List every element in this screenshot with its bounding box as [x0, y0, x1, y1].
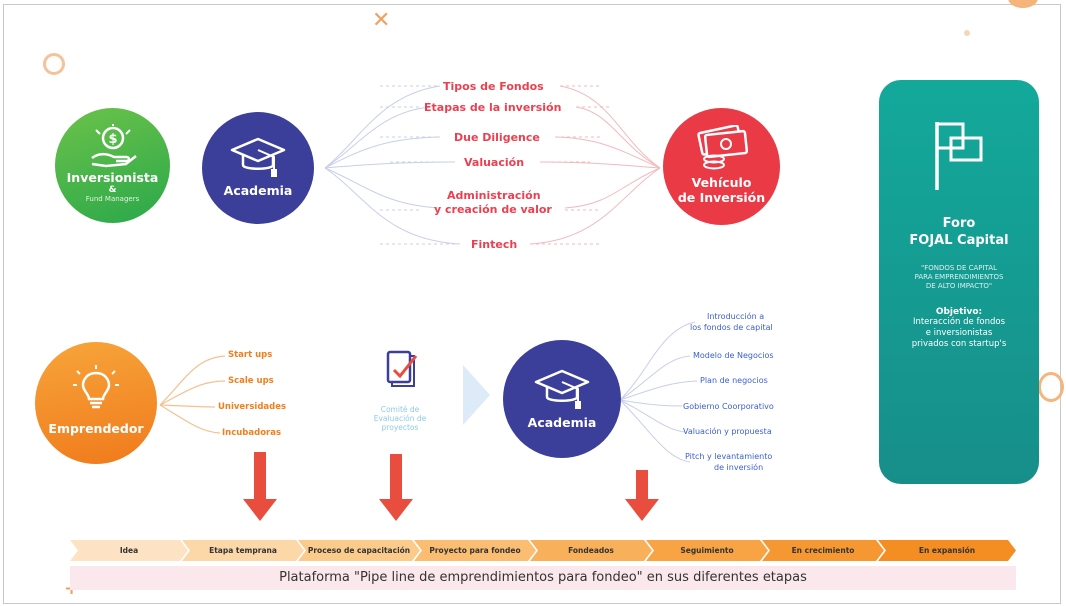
svg-text:$: $ [108, 132, 117, 147]
investor-circle: $ Inversionista & Fund Managers [55, 108, 170, 223]
vehicle-line1: Vehículo [691, 174, 752, 190]
investor-subtitle: Fund Managers [85, 194, 140, 203]
decor-x-mark: ✕ [372, 8, 391, 33]
pipeline-caption-bar [70, 566, 1016, 590]
foro-line2: FOJAL Capital [909, 233, 1009, 248]
academy-bottom-title: Academia [527, 414, 597, 430]
stage-startups: Start ups [228, 350, 273, 360]
committee-line2: Evaluación de [373, 414, 427, 423]
foro-tag1: "FONDOS DE CAPITAL [921, 264, 997, 272]
acad-topic-intro-line1: Introducción a [707, 312, 765, 321]
arrow-down-3-head [625, 499, 659, 521]
pipeline-stage-capacitacion: Proceso de capacitación [298, 540, 420, 561]
decor-dot-small [964, 30, 970, 36]
acad-topic-pitch-line2: de inversión [714, 463, 764, 472]
pipeline-stage-crecimiento: En crecimiento [762, 540, 884, 561]
topic-administracion: Administración [447, 189, 541, 202]
committee-line3: proyectos [381, 423, 419, 432]
decor-ring-left [43, 53, 65, 75]
money-hand-icon: $ [90, 123, 137, 167]
money-coins-icon [696, 124, 748, 169]
academy-circle-top: Academia [202, 112, 314, 224]
committee-label: Comité de Evaluación de proyectos [350, 405, 450, 432]
investor-title: Inversionista [66, 169, 159, 185]
vehicle-line2: de Inversión [677, 189, 766, 205]
topic-due-diligence: Due Diligence [454, 131, 540, 144]
foro-obj1: Interacción de fondos [912, 317, 1006, 327]
foro-tag3: DE ALTO IMPACTO" [925, 282, 993, 290]
pipeline-stage-fondeados: Fondeados [530, 540, 652, 561]
graduation-cap-icon [230, 137, 286, 177]
foro-objective-label: Objetivo: [935, 307, 983, 317]
topic-creacion-valor: y creación de valor [434, 203, 552, 216]
foro-card: Foro FOJAL Capital "FONDOS DE CAPITAL PA… [879, 80, 1039, 484]
vehicle-circle: Vehículo de Inversión [663, 108, 780, 225]
acad-topic-valuacion: Valuación y propuesta [683, 427, 772, 436]
lightbulb-icon [73, 364, 119, 408]
topic-tipos-fondos: Tipos de Fondos [443, 80, 544, 93]
stage-scaleups: Scale ups [228, 376, 274, 386]
acad-topic-plan: Plan de negocios [700, 376, 768, 385]
foro-tag2: PARA EMPRENDIMIENTOS [914, 273, 1004, 281]
topic-valuacion: Valuación [464, 156, 525, 169]
pipeline-stage-etapa-temprana: Etapa temprana [182, 540, 304, 561]
flag-icon [935, 122, 983, 190]
arrow-down-1-shaft [254, 452, 266, 500]
arrow-down-1-head [243, 499, 277, 521]
pipeline-stage-proyecto: Proyecto para fondeo [414, 540, 536, 561]
stage-universidades: Universidades [218, 402, 287, 412]
pipeline-stage-expansion: En expansión [878, 540, 1016, 561]
entrepreneur-title: Emprendedor [48, 420, 144, 436]
committee-line1: Comité de [380, 405, 420, 414]
decor-dot-topright [1008, 0, 1038, 8]
decor-ring-right [1038, 372, 1064, 402]
graduation-cap-icon [534, 369, 590, 409]
foro-obj2: e inversionistas [925, 328, 993, 338]
acad-topic-gobierno: Gobierno Coorporativo [683, 402, 774, 411]
arrow-down-2-shaft [390, 454, 402, 500]
academy-circle-bottom: Academia [503, 340, 621, 458]
topic-etapas-inversion: Etapas de la inversión [424, 101, 562, 114]
foro-obj3: privados con startup's [911, 339, 1007, 349]
academy-top-title: Academia [223, 182, 293, 198]
acad-topic-intro-line2: los fondos de capital [690, 323, 773, 332]
pipeline-caption: Plataforma "Pipe line de emprendimientos… [279, 570, 807, 585]
topic-fintech: Fintech [471, 238, 518, 251]
investor-amp: & [108, 184, 117, 195]
arrow-down-3-shaft [636, 470, 648, 500]
arrow-down-2-head [379, 499, 413, 521]
entrepreneur-circle: Emprendedor [35, 342, 157, 464]
pipeline-stage-seguimiento: Seguimiento [646, 540, 768, 561]
pipeline-stage-idea: Idea [70, 540, 188, 561]
document-check-icon [386, 350, 418, 387]
foro-line1: Foro [942, 216, 976, 231]
acad-topic-modelo: Modelo de Negocios [693, 351, 774, 360]
stage-incubadoras: Incubadoras [222, 428, 282, 438]
acad-topic-pitch-line1: Pitch y levantamiento [685, 452, 773, 461]
